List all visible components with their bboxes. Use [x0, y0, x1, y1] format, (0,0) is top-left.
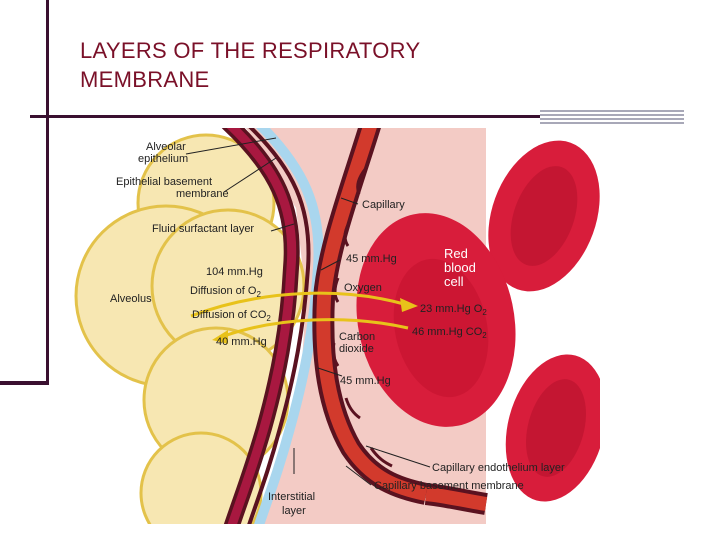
- label-pressure-23: 23 mm.Hg O2: [420, 303, 487, 317]
- label-alveolus: Alveolus: [110, 293, 152, 305]
- label-diffusion-o2-text: Diffusion of O: [190, 285, 257, 297]
- co2-arrow-shaft: [223, 318, 409, 338]
- capillary-cell-marks: [331, 167, 393, 468]
- red-blood-cells: [356, 140, 600, 502]
- label-capillary-endothelium: Capillary endothelium layer: [432, 462, 565, 474]
- label-epithelial-basement-2: membrane: [176, 188, 229, 200]
- title-divider: [30, 115, 540, 118]
- leader-epithelial-basement: [223, 157, 277, 193]
- title-divider-pattern: [540, 110, 684, 126]
- leader-45-bottom: [317, 367, 343, 377]
- label-carbon-dioxide-2: dioxide: [339, 343, 374, 355]
- label-rbc-2: blood: [444, 260, 476, 275]
- label-pressure-46: 46 mm.Hg CO2: [412, 326, 487, 340]
- label-pressure-45-top: 45 mm.Hg: [346, 253, 397, 265]
- label-capillary: Capillary: [362, 199, 405, 211]
- label-pressure-23-sub: 2: [482, 308, 487, 317]
- slide-title-line-2: MEMBRANE: [80, 67, 210, 92]
- label-rbc-3: cell: [444, 274, 464, 289]
- label-diffusion-o2-sub: 2: [256, 290, 261, 299]
- label-diffusion-co2: Diffusion of CO2: [192, 309, 271, 323]
- leader-fluid-surfactant: [270, 223, 295, 232]
- capillary-wall-tail-inner: [425, 487, 488, 511]
- label-rbc-1: Red: [444, 246, 468, 261]
- label-interstitial-1: Interstitial: [268, 491, 315, 503]
- rbc-bottom-right-center: [526, 379, 586, 477]
- rbc-top-right-center: [510, 166, 578, 266]
- label-alveolar-epithelium-1: Alveolar: [146, 141, 186, 153]
- label-fluid-surfactant: Fluid surfactant layer: [152, 223, 254, 235]
- o2-arrow-shaft: [190, 291, 405, 318]
- slide-title-line-1: LAYERS OF THE RESPIRATORY: [80, 38, 421, 63]
- leader-45-top: [320, 259, 341, 271]
- co2-arrow-head: [212, 330, 228, 344]
- leader-endothelium: [365, 445, 431, 468]
- label-diffusion-co2-text: Diffusion of CO: [192, 309, 267, 321]
- slide-title: LAYERS OF THE RESPIRATORY MEMBRANE: [80, 36, 420, 94]
- label-diffusion-co2-sub: 2: [266, 314, 271, 323]
- left-accent-foot: [0, 381, 49, 385]
- label-pressure-40: 40 mm.Hg: [216, 336, 267, 348]
- label-capillary-basement: Capillary basement membrane: [374, 480, 524, 492]
- fluid-surfactant-layer: [254, 128, 324, 524]
- left-accent-bar: [0, 0, 49, 384]
- alveoli: [74, 133, 306, 524]
- membrane-layers: [221, 128, 324, 524]
- leader-lines: [185, 137, 431, 486]
- diffusion-arrows: [190, 291, 418, 344]
- label-pressure-23-text: 23 mm.Hg O: [420, 303, 483, 315]
- o2-arrow-head: [400, 298, 418, 312]
- label-interstitial-2: layer: [282, 505, 306, 517]
- leader-alveolar-epithelium: [185, 137, 277, 155]
- label-alveolar-epithelium-2: epithelium: [138, 153, 188, 165]
- leader-basement: [345, 465, 372, 486]
- label-epithelial-basement-1: Epithelial basement: [116, 176, 212, 188]
- label-pressure-46-text: 46 mm.Hg CO: [412, 326, 483, 338]
- label-oxygen: Oxygen: [344, 282, 382, 294]
- capillary-wall: [312, 128, 488, 515]
- diagram-labels: Alveolar epithelium Epithelial basement …: [110, 141, 565, 517]
- epithelial-basement-line: [247, 128, 311, 524]
- respiratory-membrane-diagram: Alveolar epithelium Epithelial basement …: [66, 128, 600, 524]
- label-diffusion-o2: Diffusion of O2: [190, 285, 261, 299]
- alveolar-epithelium-layer: [226, 128, 297, 524]
- capillary-endothelium-layer: [316, 128, 428, 501]
- label-carbon-dioxide-1: Carbon: [339, 331, 375, 343]
- label-pressure-45-bottom: 45 mm.Hg: [340, 375, 391, 387]
- diagram-svg: Alveolar epithelium Epithelial basement …: [66, 128, 600, 524]
- label-pressure-46-sub: 2: [482, 331, 487, 340]
- rbc-main-center: [393, 258, 489, 398]
- label-pressure-104: 104 mm.Hg: [206, 266, 263, 278]
- leader-capillary: [340, 197, 359, 205]
